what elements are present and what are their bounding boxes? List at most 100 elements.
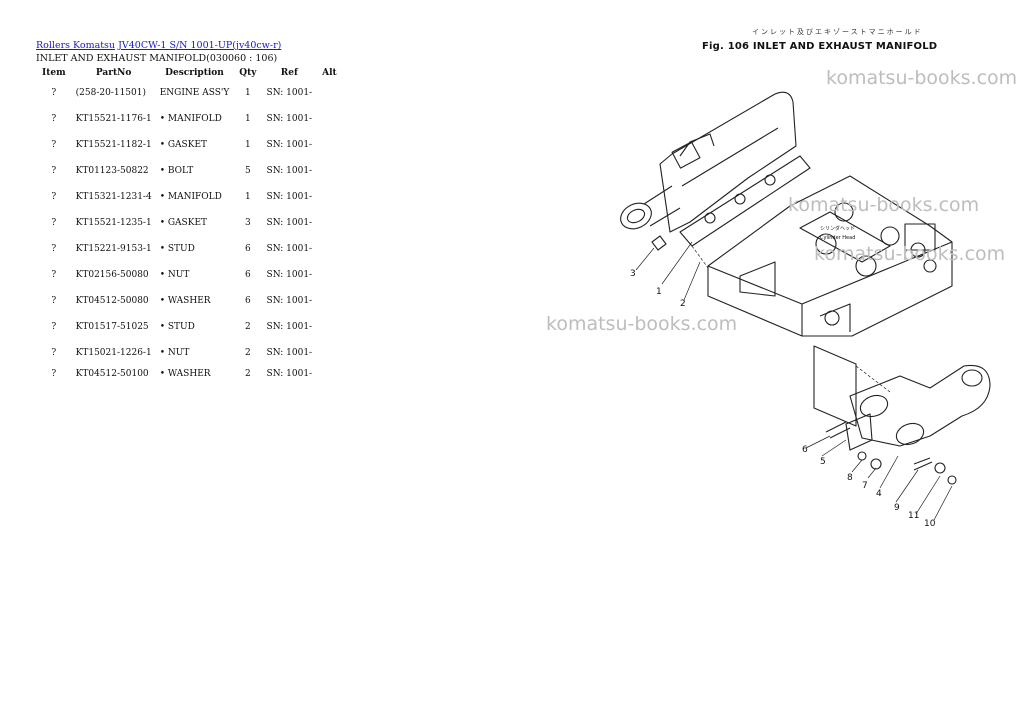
- parts-table: Item PartNo Description Qty Ref Alt ? (25…: [36, 66, 343, 382]
- cell-qty: 1: [245, 88, 251, 98]
- cell-ref: SN: 1001-: [266, 218, 313, 228]
- callout-7: 7: [862, 481, 868, 491]
- cell-ref: SN: 1001-: [266, 192, 313, 202]
- cell-ref: SN: 1001-: [266, 296, 313, 306]
- cell-description: • STUD: [159, 322, 195, 332]
- cell-item: ?: [51, 296, 57, 306]
- cell-ref: SN: 1001-: [266, 88, 313, 98]
- cell-qty: 2: [245, 348, 251, 358]
- cell-description: • BOLT: [159, 166, 194, 176]
- cell-qty: 2: [245, 369, 251, 379]
- cell-ref: SN: 1001-: [266, 322, 313, 332]
- table-header-row: Item PartNo Description Qty Ref Alt: [36, 66, 343, 80]
- callout-3: 3: [630, 269, 636, 279]
- watermark: komatsu-books.com: [814, 243, 1006, 265]
- cell-qty: 3: [245, 218, 251, 228]
- watermark: komatsu-books.com: [826, 67, 1018, 89]
- cell-item: ?: [51, 114, 57, 124]
- cell-description: • MANIFOLD: [159, 114, 222, 124]
- cell-item: ?: [51, 270, 57, 280]
- breadcrumb: Rollers Komatsu JV40CW-1 S/N 1001-UP(jv4…: [36, 40, 281, 51]
- cell-description: • NUT: [159, 348, 190, 358]
- header-description: Description: [165, 68, 224, 78]
- callout-2: 2: [680, 299, 686, 309]
- table-row: ? KT15021-1226-1 • NUT 2 SN: 1001-: [36, 340, 343, 366]
- callout-1: 1: [656, 287, 662, 297]
- cell-item: ?: [51, 218, 57, 228]
- table-row: ? KT15521-1176-1 • MANIFOLD 1 SN: 1001-: [36, 106, 343, 132]
- breadcrumb-model-link[interactable]: JV40CW-1 S/N 1001-UP(jv40cw-r): [118, 40, 282, 51]
- callout-5: 5: [820, 457, 826, 467]
- cell-description: • MANIFOLD: [159, 192, 222, 202]
- cell-partno: KT04512-50100: [75, 369, 149, 379]
- header-qty: Qty: [239, 68, 257, 78]
- table-row: ? KT15321-1231-4 • MANIFOLD 1 SN: 1001-: [36, 184, 343, 210]
- cell-partno: KT15521-1176-1: [75, 114, 152, 124]
- cell-ref: SN: 1001-: [266, 140, 313, 150]
- cell-item: ?: [51, 166, 57, 176]
- inlet-manifold-drawing: [659, 91, 797, 233]
- cell-item: ?: [51, 140, 57, 150]
- cell-alt: [316, 366, 343, 382]
- breadcrumb-brand-link[interactable]: Rollers Komatsu: [36, 40, 116, 51]
- cell-partno: (258-20-11501): [75, 88, 146, 98]
- cell-description: • WASHER: [159, 296, 211, 306]
- cell-alt: [316, 236, 343, 262]
- cell-qty: 2: [245, 322, 251, 332]
- cell-partno: KT01123-50822: [75, 166, 149, 176]
- header-item: Item: [42, 68, 66, 78]
- callout-6: 6: [802, 445, 808, 455]
- cell-ref: SN: 1001-: [266, 114, 313, 124]
- cell-partno: KT15321-1231-4: [75, 192, 152, 202]
- cell-description: ENGINE ASS'Y: [159, 88, 230, 98]
- cell-qty: 6: [245, 244, 251, 254]
- callout-10: 10: [924, 519, 936, 529]
- head-label: Cylinder Head: [820, 235, 855, 241]
- cell-partno: KT15521-1235-1: [75, 218, 152, 228]
- cell-item: ?: [51, 348, 57, 358]
- cell-item: ?: [51, 192, 57, 202]
- watermark: komatsu-books.com: [546, 313, 738, 335]
- cell-ref: SN: 1001-: [266, 166, 313, 176]
- header-ref: Ref: [280, 68, 298, 78]
- header-alt: Alt: [322, 68, 337, 78]
- cell-qty: 1: [245, 140, 251, 150]
- cell-ref: SN: 1001-: [266, 270, 313, 280]
- callout-11: 11: [908, 511, 919, 521]
- cell-alt: [316, 80, 343, 106]
- cell-alt: [316, 340, 343, 366]
- head-label-jp: シリンダヘッド: [820, 225, 855, 232]
- cell-ref: SN: 1001-: [266, 348, 313, 358]
- gasket-drawing: [679, 155, 811, 247]
- exploded-diagram: 1 2 3 4 5 6 7 8 9 10 11 シリンダヘッド Cylinder…: [620, 91, 991, 529]
- cell-alt: [316, 210, 343, 236]
- cell-item: ?: [51, 369, 57, 379]
- cell-alt: [316, 184, 343, 210]
- cell-alt: [316, 314, 343, 340]
- cell-alt: [316, 262, 343, 288]
- cell-qty: 6: [245, 270, 251, 280]
- page-title: INLET AND EXHAUST MANIFOLD(030060 : 106): [36, 53, 278, 64]
- callout-9: 9: [894, 503, 900, 513]
- figure-title: Fig. 106 INLET AND EXHAUST MANIFOLD: [702, 41, 938, 52]
- exhaust-manifold-drawing: [849, 364, 991, 447]
- cell-qty: 1: [245, 114, 251, 124]
- cell-description: • NUT: [159, 270, 190, 280]
- callout-8: 8: [847, 473, 853, 483]
- cell-alt: [316, 132, 343, 158]
- cell-qty: 1: [245, 192, 251, 202]
- callout-4: 4: [876, 489, 882, 499]
- cell-alt: [316, 288, 343, 314]
- cell-alt: [316, 106, 343, 132]
- cell-partno: KT15021-1226-1: [75, 348, 152, 358]
- cell-ref: SN: 1001-: [266, 369, 313, 379]
